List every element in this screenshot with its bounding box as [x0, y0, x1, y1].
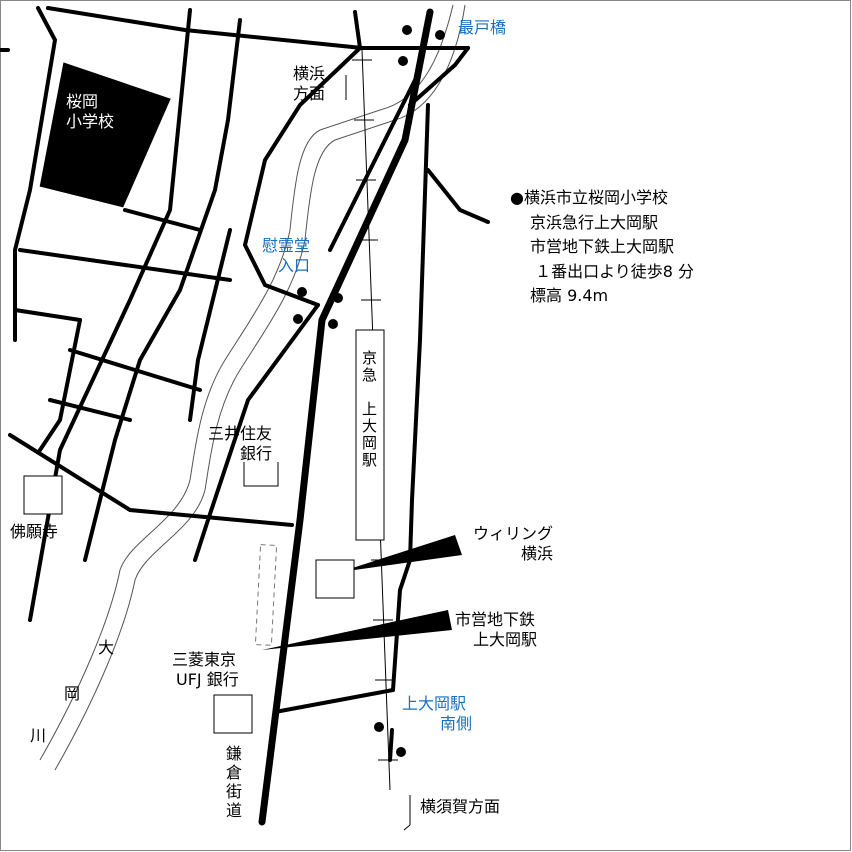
kamakura-kaido-road — [258, 8, 434, 826]
school-label-line: 桜岡 — [66, 92, 99, 111]
river-label-3: 川 — [30, 726, 47, 745]
kamakura-kaido-label: 鎌倉街道 — [223, 745, 242, 821]
river-label-1: 大 — [98, 638, 115, 657]
station-exits — [293, 25, 445, 757]
label-line: 三井住友 — [208, 424, 273, 443]
label-line: 上大岡駅 — [473, 630, 538, 649]
school-label-line: 小学校 — [66, 112, 115, 131]
subway-platform — [254, 544, 278, 646]
butsuganji-label: 佛願寺 — [10, 522, 59, 541]
label-line: 入口 — [278, 256, 311, 275]
info-keikyu: 京浜急行上大岡駅 — [530, 212, 659, 232]
school-building — [39, 62, 171, 208]
label-line: 市営地下鉄 — [455, 610, 536, 629]
label-line: 横浜 — [521, 544, 554, 563]
mitsui-sumitomo-label: 三井住友 銀行 — [200, 424, 272, 464]
subway-pointer — [262, 610, 452, 650]
label-line: ウィリング — [473, 524, 554, 543]
willing-pointer — [340, 535, 462, 572]
mokudo-bridge-label: 最戸橋 — [458, 18, 507, 37]
label-line: 方面 — [293, 84, 326, 103]
mufg-label: 三菱東京 UFJ 銀行 — [172, 650, 239, 690]
label-line: 南側 — [440, 714, 473, 733]
label-line: 銀行 — [240, 444, 273, 463]
info-walk: １番出口より徒歩8 分 — [530, 261, 695, 281]
yokosuka-direction-label: 横須賀方面 — [420, 797, 501, 816]
willing-label: ウィリング 横浜 — [465, 524, 553, 564]
label-line: UFJ 銀行 — [176, 670, 239, 689]
label-line: 三菱東京 — [172, 650, 237, 669]
info-subway: 市営地下鉄上大岡駅 — [530, 237, 675, 256]
keikyu-station-platform — [355, 329, 385, 541]
willing-building — [315, 559, 355, 599]
info-elevation: 標高 9.4m — [530, 286, 609, 305]
label-line: 上大岡駅 — [402, 694, 467, 713]
roads — [0, 6, 490, 762]
school-label: 桜岡 小学校 — [66, 92, 114, 132]
school-info: ●横浜市立桜岡小学校 京浜急行上大岡駅 市営地下鉄上大岡駅 １番出口より徒歩8 … — [510, 186, 695, 309]
label-line: 慰霊堂 — [262, 236, 311, 255]
yokohama-direction-label: 横浜 方面 — [293, 64, 325, 104]
keikyu-station-label: 京急 上大岡駅 — [360, 350, 378, 469]
butsuganji-building — [23, 475, 63, 515]
river-label-2: 岡 — [64, 684, 81, 703]
ireido-entrance-label: 慰霊堂 入口 — [260, 236, 310, 276]
subway-station-label: 市営地下鉄 上大岡駅 — [455, 610, 537, 650]
label-line: 横浜 — [293, 64, 326, 83]
kamiooka-south-label: 上大岡駅 南側 — [402, 694, 472, 734]
mitsui-building — [243, 462, 279, 487]
info-school-name: ●横浜市立桜岡小学校 — [510, 188, 668, 207]
mufg-building — [213, 694, 253, 734]
